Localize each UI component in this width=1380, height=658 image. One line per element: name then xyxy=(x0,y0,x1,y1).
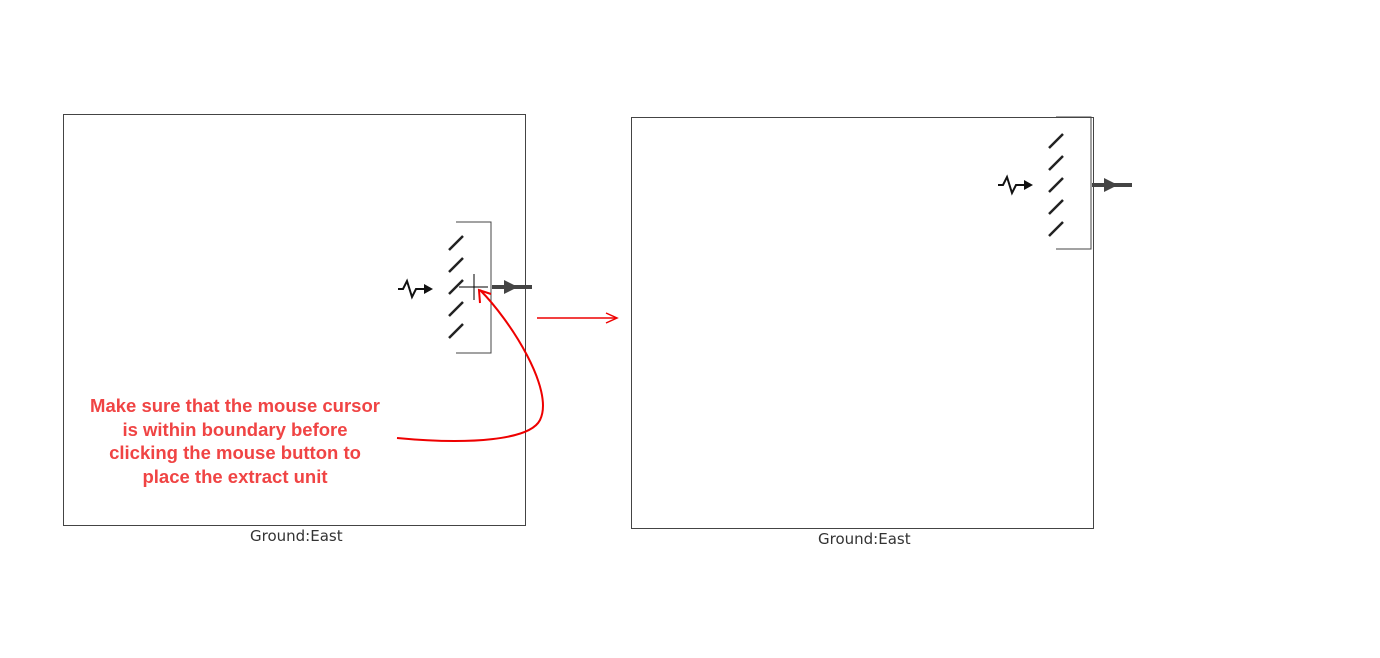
annotation-line: clicking the mouse button to xyxy=(109,442,361,463)
airflow-in-icon xyxy=(998,174,1024,196)
left-room-boundary xyxy=(63,114,526,526)
annotation-line: place the extract unit xyxy=(142,465,328,487)
annotation-pointer-arrow xyxy=(396,288,544,442)
right-room-label: Ground:East xyxy=(818,530,911,548)
annotation-note: Make sure that the mouse cursor is withi… xyxy=(60,394,410,488)
move-cursor-icon xyxy=(459,274,488,300)
left-extract-unit[interactable] xyxy=(398,221,532,354)
annotation-line: is within boundary before xyxy=(122,418,348,440)
right-extract-unit[interactable] xyxy=(998,116,1132,250)
transition-arrow xyxy=(537,312,619,324)
left-room-label: Ground:East xyxy=(250,527,343,545)
airflow-in-icon xyxy=(398,278,424,300)
annotation-line: Make sure that the mouse cursor xyxy=(90,395,380,416)
right-room-boundary xyxy=(631,117,1094,529)
